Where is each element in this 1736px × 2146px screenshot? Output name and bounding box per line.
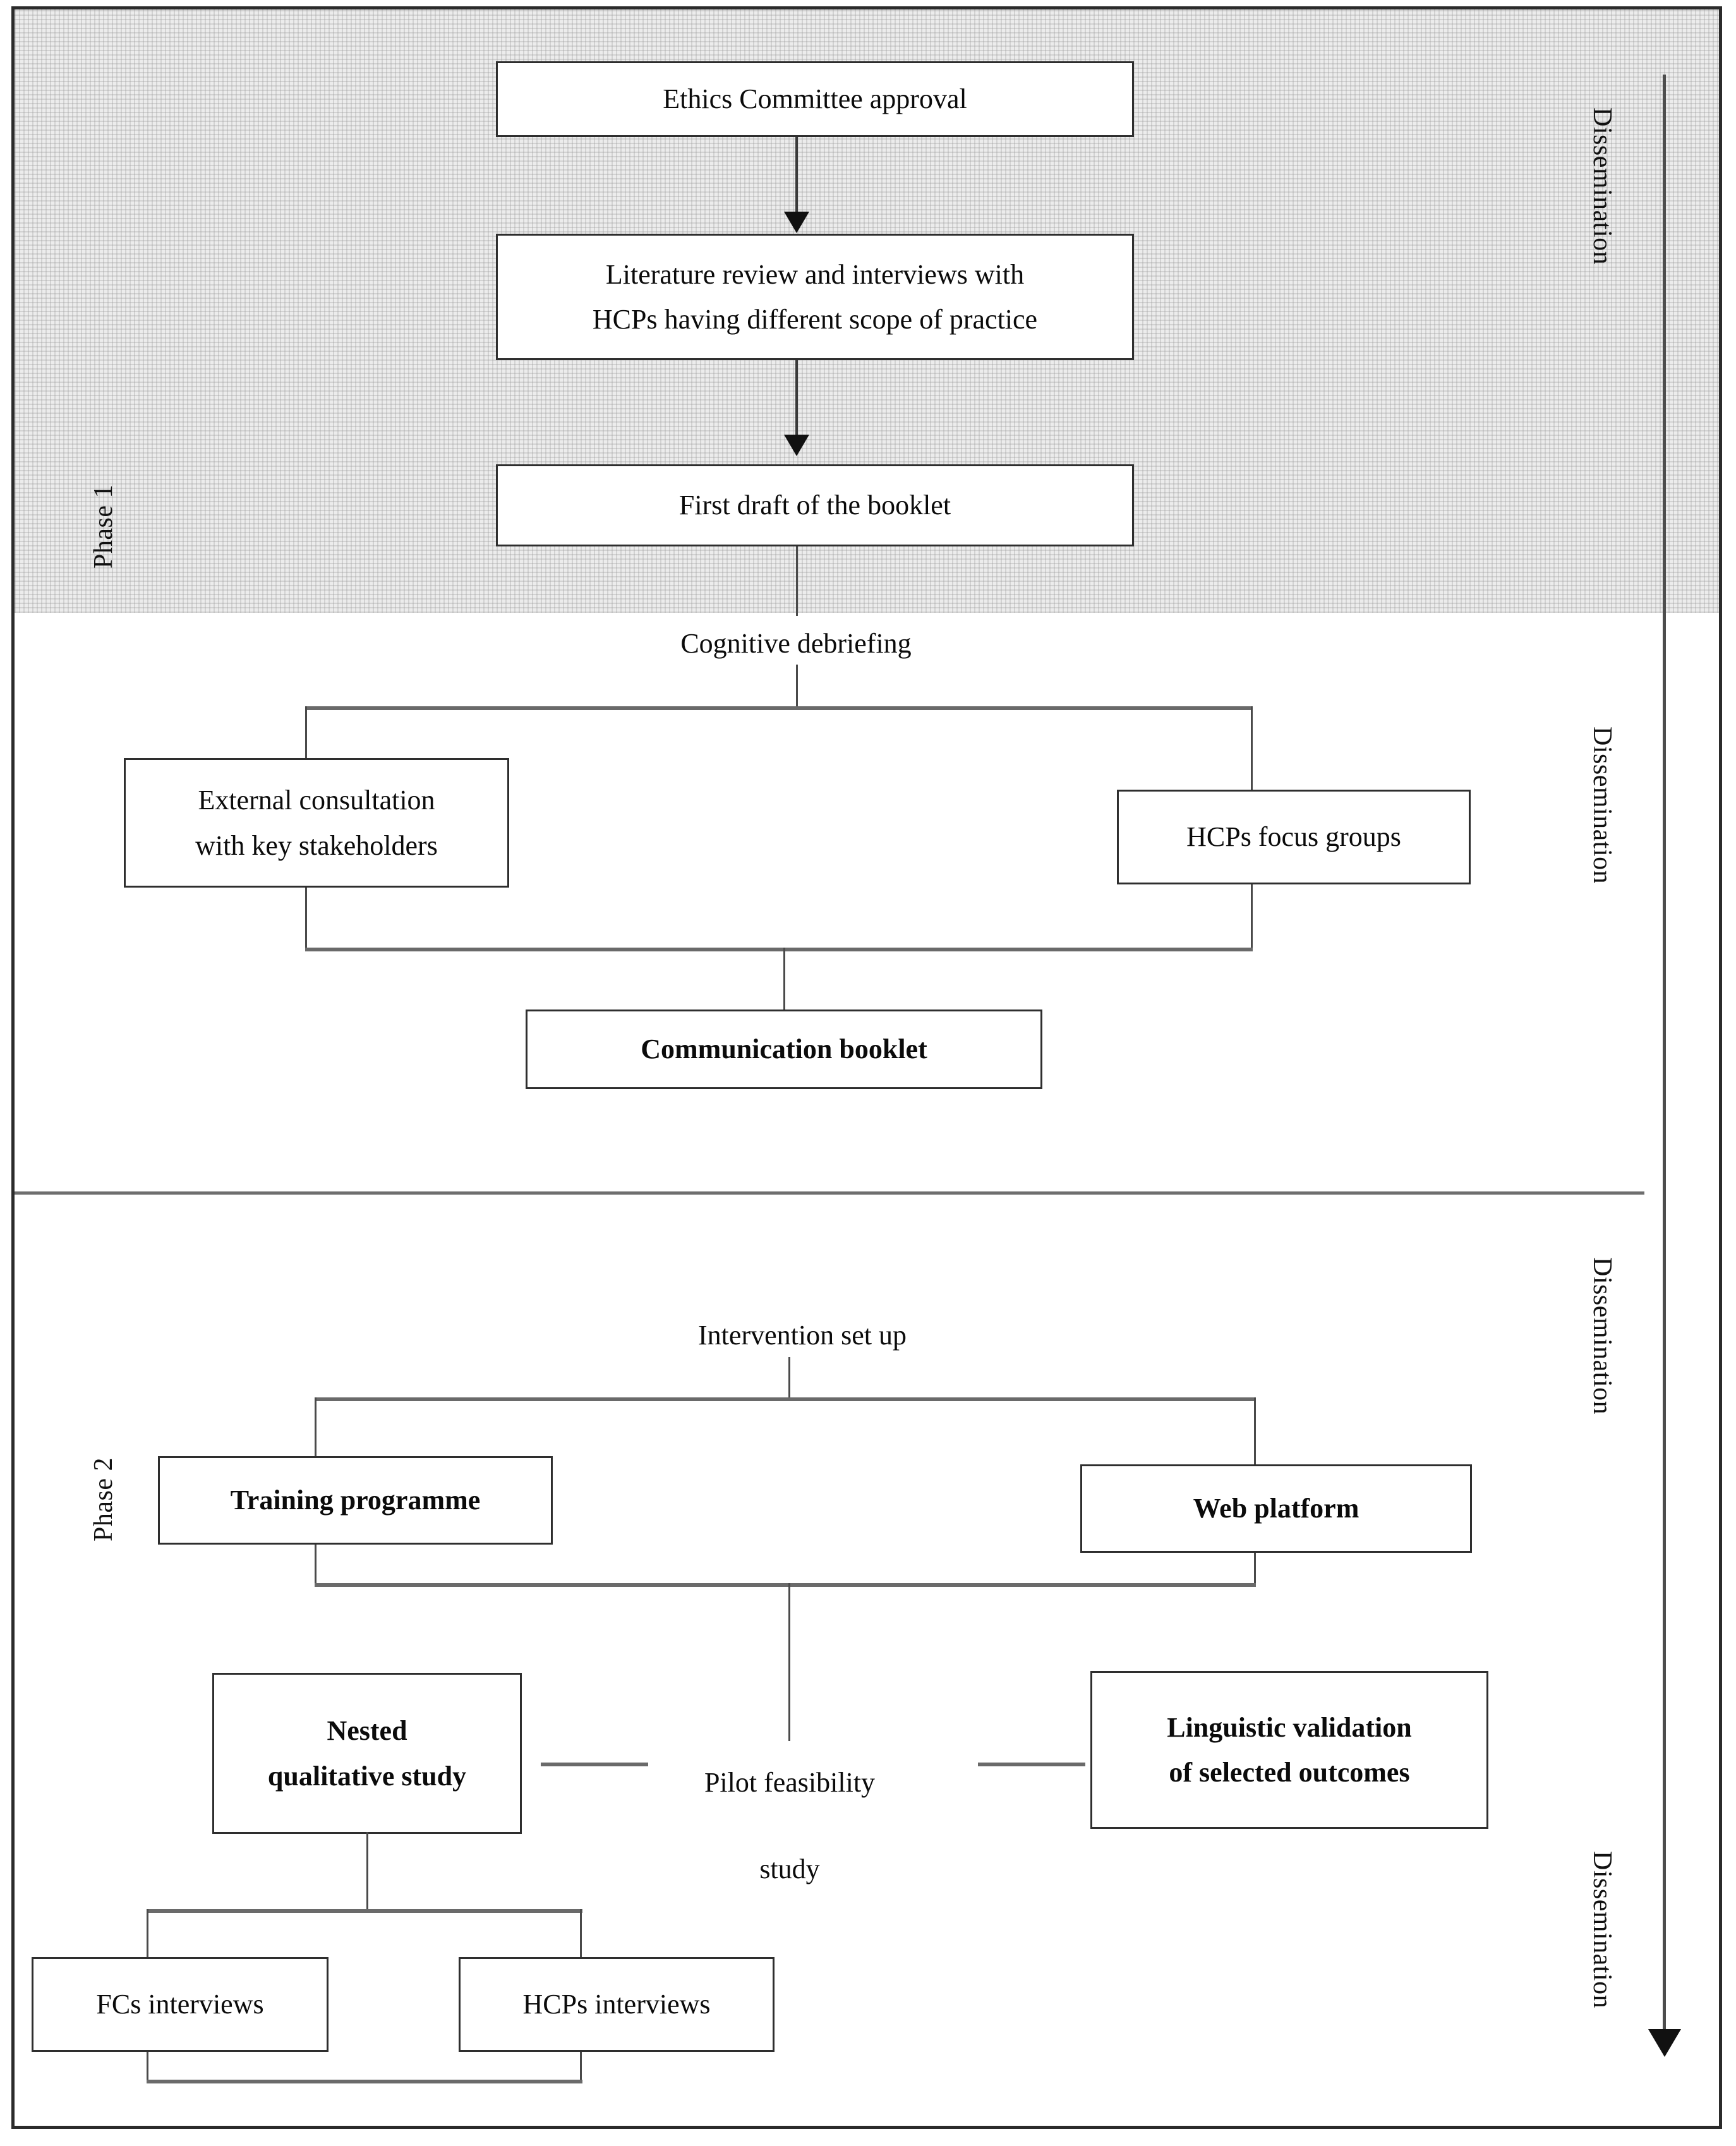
dissemination-axis-line [1663, 75, 1666, 2033]
connector-merge-to-pilot [788, 1583, 790, 1741]
connector-webplatform-drop [1254, 1553, 1256, 1586]
connector-external-drop [305, 888, 307, 951]
node-pilot-line2: study [759, 1853, 820, 1884]
connector-intervention-right-drop [1254, 1397, 1256, 1467]
connector-merge-bar-booklet [305, 948, 1253, 951]
node-pilot-feasibility-study: Pilot feasibility study [644, 1718, 935, 1891]
node-intervention-setup: Intervention set up [698, 1320, 907, 1351]
connector-interviews-bottom-bar [147, 2080, 582, 2083]
node-fcs-interviews[interactable]: FCs interviews [32, 1957, 329, 2052]
node-pilot-line1: Pilot feasibility [704, 1767, 876, 1799]
dissemination-label-1: Dissemination [1588, 107, 1617, 265]
connector-hcp-bottom-drop [580, 2052, 582, 2083]
node-ethics-approval[interactable]: Ethics Committee approval [496, 61, 1134, 137]
connector-firstdraft-to-cognitive [796, 546, 798, 616]
node-nested-line2: qualitative study [267, 1760, 467, 1792]
node-hcps-interviews[interactable]: HCPs interviews [459, 1957, 775, 2052]
connector-interviews-split-bar [147, 1909, 582, 1913]
connector-hcp-drop [580, 1909, 582, 1960]
node-web-platform[interactable]: Web platform [1080, 1464, 1472, 1553]
connector-fc-bottom-drop [147, 2052, 148, 2083]
connector-phase2-merge-bar [315, 1583, 1256, 1587]
dissemination-arrow-icon [1648, 2029, 1681, 2057]
dissemination-label-2: Dissemination [1588, 726, 1617, 884]
connector-nested-stem [366, 1832, 368, 1912]
node-external-consultation[interactable]: External consultation with key stakehold… [124, 758, 509, 888]
phase-divider [15, 1191, 1644, 1195]
node-nested-line1: Nested [327, 1715, 407, 1747]
arrowhead-ethics-to-literature [784, 212, 809, 233]
node-linguistic-line1: Linguistic validation [1167, 1711, 1412, 1743]
phase2-label: Phase 2 [89, 1457, 118, 1541]
connector-cognitive-left-drop [305, 706, 307, 760]
connector-intervention-stem [788, 1357, 790, 1400]
node-nested-qualitative-study[interactable]: Nested qualitative study [212, 1673, 522, 1834]
connector-training-drop [315, 1545, 316, 1586]
connector-intervention-left-drop [315, 1397, 316, 1461]
connector-cognitive-right-drop [1251, 706, 1253, 792]
diagram-outer-frame [11, 6, 1722, 2129]
connector-fc-drop [147, 1909, 148, 1960]
connector-pilot-to-linguistic [978, 1763, 1085, 1766]
node-first-draft[interactable]: First draft of the booklet [496, 464, 1134, 546]
connector-merge-to-booklet [783, 948, 785, 1014]
node-hcps-focus-groups[interactable]: HCPs focus groups [1117, 790, 1471, 884]
arrowhead-literature-to-firstdraft [784, 435, 809, 456]
phase1-label: Phase 1 [89, 485, 118, 569]
connector-focusgroups-drop [1251, 884, 1253, 951]
node-linguistic-line2: of selected outcomes [1169, 1757, 1410, 1788]
node-literature-review[interactable]: Literature review and interviews with HC… [496, 234, 1134, 360]
dissemination-label-4: Dissemination [1588, 1851, 1617, 2009]
node-literature-review-line1: Literature review and interviews with [605, 258, 1025, 290]
node-training-programme[interactable]: Training programme [158, 1456, 553, 1545]
node-cognitive-debriefing: Cognitive debriefing [680, 628, 912, 659]
node-external-consultation-line2: with key stakeholders [195, 829, 438, 861]
node-literature-review-line2: HCPs having different scope of practice [592, 304, 1038, 335]
connector-cognitive-split-bar [305, 706, 1253, 710]
connector-nested-to-pilot [541, 1763, 648, 1766]
connector-cognitive-stem [796, 665, 798, 708]
node-communication-booklet[interactable]: Communication booklet [526, 1010, 1042, 1089]
node-linguistic-validation[interactable]: Linguistic validation of selected outcom… [1090, 1671, 1488, 1829]
connector-literature-to-firstdraft [795, 360, 798, 442]
connector-ethics-to-literature [795, 137, 798, 219]
node-external-consultation-line1: External consultation [198, 785, 435, 816]
connector-intervention-split-bar [315, 1397, 1256, 1401]
dissemination-label-3: Dissemination [1588, 1257, 1617, 1415]
